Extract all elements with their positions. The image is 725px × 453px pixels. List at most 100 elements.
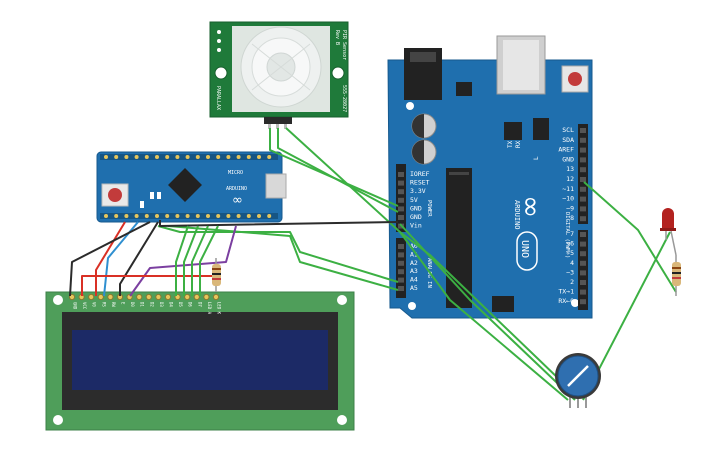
micro-header-pin[interactable] [165, 214, 170, 218]
wire-lcd-d4[interactable] [175, 225, 189, 296]
micro-header-pin[interactable] [144, 214, 149, 218]
micro-header-pin[interactable] [144, 155, 149, 159]
micro-header-pin[interactable] [206, 214, 210, 218]
pir-pin[interactable] [276, 124, 279, 129]
uno-power-pin-socket[interactable] [398, 197, 404, 203]
uno-digital-pin-socket[interactable] [580, 251, 586, 257]
micro-header-pin[interactable] [185, 214, 190, 218]
uno-digital-pin-socket[interactable] [580, 289, 586, 295]
micro-header-pin[interactable] [104, 214, 108, 218]
micro-header-pin[interactable] [155, 155, 159, 159]
wire-pot-2[interactable] [399, 223, 576, 401]
lcd-pin[interactable] [97, 293, 104, 301]
uno-digital-pin-socket[interactable] [580, 137, 586, 143]
uno-analog-pin-socket[interactable] [398, 269, 404, 275]
lcd-pin[interactable] [145, 293, 152, 301]
micro-header-pin[interactable] [267, 214, 272, 218]
micro-header-pin[interactable] [206, 155, 210, 159]
uno-power-pin-socket[interactable] [398, 189, 404, 195]
micro-header-pin[interactable] [185, 155, 190, 159]
wire-pir-gnd[interactable] [269, 128, 399, 207]
wire-micro-gnd[interactable] [159, 220, 399, 227]
micro-header-pin[interactable] [104, 155, 108, 159]
micro-header-pin[interactable] [216, 214, 221, 218]
uno-analog-pin-socket[interactable] [398, 260, 404, 266]
lcd-pin[interactable] [155, 293, 162, 301]
wire-micro-a5[interactable] [167, 225, 399, 291]
micro-pin-row-bottom [104, 214, 272, 218]
wire-lcd-d7[interactable] [199, 225, 219, 296]
micro-header-pin[interactable] [216, 155, 221, 159]
uno-analog-pin-socket[interactable] [398, 252, 404, 258]
uno-analog-pin-socket[interactable] [398, 277, 404, 283]
lcd-pin[interactable] [164, 293, 172, 301]
uno-digital-pin-socket[interactable] [580, 232, 586, 237]
uno-digital-pin-socket[interactable] [580, 260, 586, 266]
wire-micro-a4[interactable] [157, 225, 399, 283]
lcd-pin[interactable] [136, 293, 143, 301]
micro-header-pin[interactable] [124, 155, 129, 159]
uno-digital-pin-socket[interactable] [580, 196, 586, 202]
uno-digital-pin-socket[interactable] [580, 157, 586, 163]
uno-digital-pin-socket[interactable] [580, 177, 586, 182]
potentiometer[interactable] [555, 353, 601, 408]
micro-header-pin[interactable] [257, 214, 261, 218]
micro-header-pin[interactable] [267, 155, 272, 159]
micro-header-pin[interactable] [155, 214, 159, 218]
micro-header-pin[interactable] [257, 155, 261, 159]
uno-power-pin-socket[interactable] [398, 206, 404, 212]
uno-power-pin-socket[interactable] [398, 215, 404, 220]
wire-micro-rw[interactable] [119, 221, 159, 296]
micro-header-pin[interactable] [236, 214, 241, 218]
pir-pin[interactable] [284, 124, 287, 129]
uno-power-pin-socket[interactable] [398, 180, 404, 186]
wire-micro-gnd-lcd[interactable] [69, 221, 151, 297]
micro-header-pin[interactable] [114, 155, 119, 159]
uno-analog-pin-socket[interactable] [398, 286, 404, 291]
micro-header-pin[interactable] [246, 155, 251, 159]
micro-header-pin[interactable] [134, 155, 139, 159]
wire-lcd-d5[interactable] [183, 225, 199, 296]
micro-header-pin[interactable] [236, 155, 241, 159]
lcd-pin[interactable] [212, 293, 220, 301]
micro-header-pin[interactable] [165, 155, 170, 159]
micro-header-pin[interactable] [195, 155, 200, 159]
micro-header-pin[interactable] [195, 214, 200, 218]
uno-reset-cap[interactable] [568, 72, 582, 86]
wire-pot-1[interactable] [399, 231, 569, 401]
lcd-pin[interactable] [107, 293, 114, 301]
uno-digital-pin-socket[interactable] [580, 299, 586, 305]
wire-lcd-d6[interactable] [191, 225, 209, 296]
lcd-pin[interactable] [88, 293, 95, 301]
wire-pin12-resistor[interactable] [583, 181, 677, 293]
pir-pin[interactable] [268, 124, 271, 129]
micro-header-pin[interactable] [175, 155, 180, 159]
micro-header-pin[interactable] [124, 214, 129, 218]
micro-header-pin[interactable] [246, 214, 251, 218]
uno-digital-pin-socket[interactable] [580, 147, 586, 153]
uno-digital-pin-socket[interactable] [580, 167, 586, 173]
micro-reset-cap[interactable] [108, 188, 122, 202]
lcd-pin[interactable] [203, 293, 210, 301]
lcd-pin[interactable] [184, 293, 191, 301]
uno-digital-pin-socket[interactable] [580, 186, 586, 192]
micro-header-pin[interactable] [175, 214, 180, 218]
uno-power-pin-socket[interactable] [398, 172, 404, 177]
uno-digital-pin-socket[interactable] [580, 270, 586, 276]
micro-header-pin[interactable] [134, 214, 139, 218]
uno-digital-pin-socket[interactable] [580, 216, 586, 222]
uno-digital-pin-socket[interactable] [580, 241, 586, 247]
uno-digital-pin-socket[interactable] [580, 206, 586, 212]
uno-digital-pin-socket[interactable] [580, 280, 586, 285]
wire-pir-vcc[interactable] [277, 128, 399, 213]
micro-header-pin[interactable] [114, 214, 119, 218]
micro-header-pin[interactable] [226, 155, 231, 159]
uno-analog-pin-label: A4 [410, 276, 418, 284]
wire-micro-e[interactable] [129, 225, 237, 297]
uno-analog-pin-socket[interactable] [398, 244, 404, 249]
uno-digital-pin-socket[interactable] [580, 128, 586, 133]
lcd-pin[interactable] [193, 293, 200, 301]
micro-header-pin[interactable] [226, 214, 231, 218]
wire-pir-out[interactable] [285, 127, 561, 381]
wire-micro-5v[interactable] [95, 221, 126, 296]
